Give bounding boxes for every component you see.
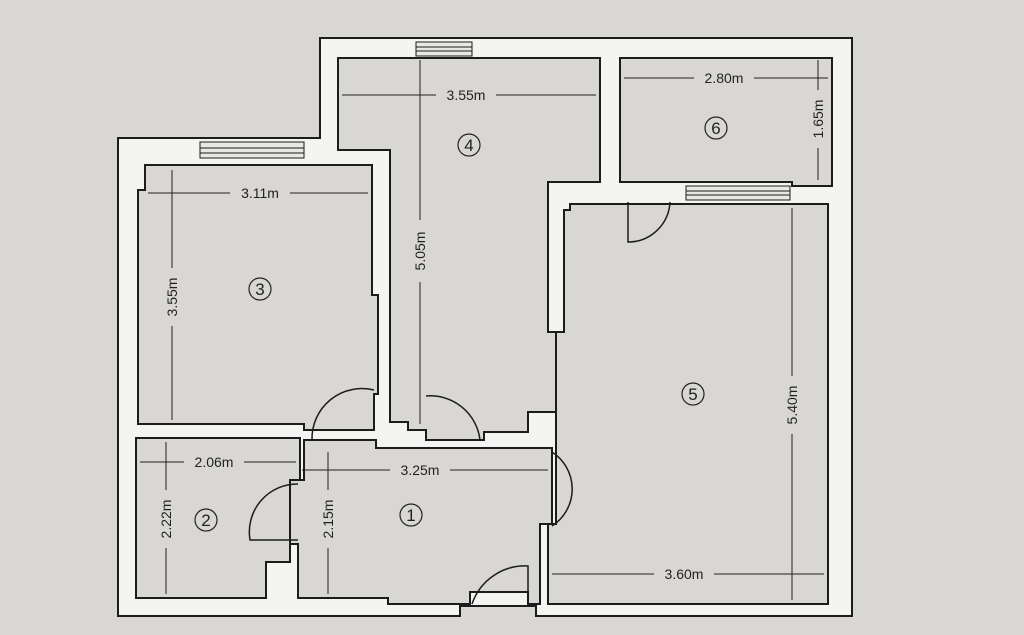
dimension-labels: 3.55m 5.05m 2.80m 1.65m 3.11m 3.55m 2.06…	[157, 69, 827, 583]
room-1-area	[289, 439, 553, 605]
dim-room6-width: 2.80m	[705, 70, 744, 86]
room-marker-3: 3	[248, 277, 272, 301]
dim-room3-width: 3.11m	[241, 185, 279, 201]
door-room-3	[311, 387, 375, 441]
room-number-3: 3	[255, 280, 264, 299]
room-number-4: 4	[464, 136, 473, 155]
room-marker-5: 5	[681, 382, 705, 406]
door-room-4	[425, 395, 481, 441]
door-room-5	[551, 451, 573, 527]
room-2-area	[135, 437, 301, 599]
room-marker-4: 4	[457, 133, 481, 157]
dim-room4-width: 3.55m	[447, 87, 486, 103]
dim-room5-height: 5.40m	[784, 386, 800, 425]
door-swings	[248, 201, 671, 605]
room-marker-6: 6	[704, 116, 728, 140]
room-6-area	[619, 57, 833, 187]
room-marker-2: 2	[194, 508, 218, 532]
windows	[199, 41, 791, 201]
room-number-2: 2	[201, 511, 210, 530]
room-number-6: 6	[711, 119, 720, 138]
door-entrance	[471, 565, 529, 605]
room-3-area	[137, 164, 379, 431]
window-room-4	[415, 41, 473, 57]
dim-room4-height: 5.05m	[412, 232, 428, 271]
room-4-area	[337, 57, 601, 441]
room-marker-1: 1	[399, 503, 423, 527]
window-room-5	[685, 185, 791, 201]
door-room-6	[627, 201, 671, 243]
door-room-2	[248, 483, 299, 541]
dim-room6-height: 1.65m	[810, 100, 826, 139]
room-numbers: 4 6 3 5 2 1	[194, 116, 728, 532]
window-room-3	[199, 141, 305, 159]
room-number-1: 1	[406, 506, 415, 525]
room-number-5: 5	[688, 385, 697, 404]
dim-room1-width: 3.25m	[401, 462, 440, 478]
dim-room1-height: 2.15m	[320, 500, 336, 539]
dim-room2-height: 2.22m	[158, 500, 174, 539]
dim-room2-width: 2.06m	[195, 454, 234, 470]
dim-room5-width: 3.60m	[665, 566, 704, 582]
dim-room3-height: 3.55m	[164, 278, 180, 317]
